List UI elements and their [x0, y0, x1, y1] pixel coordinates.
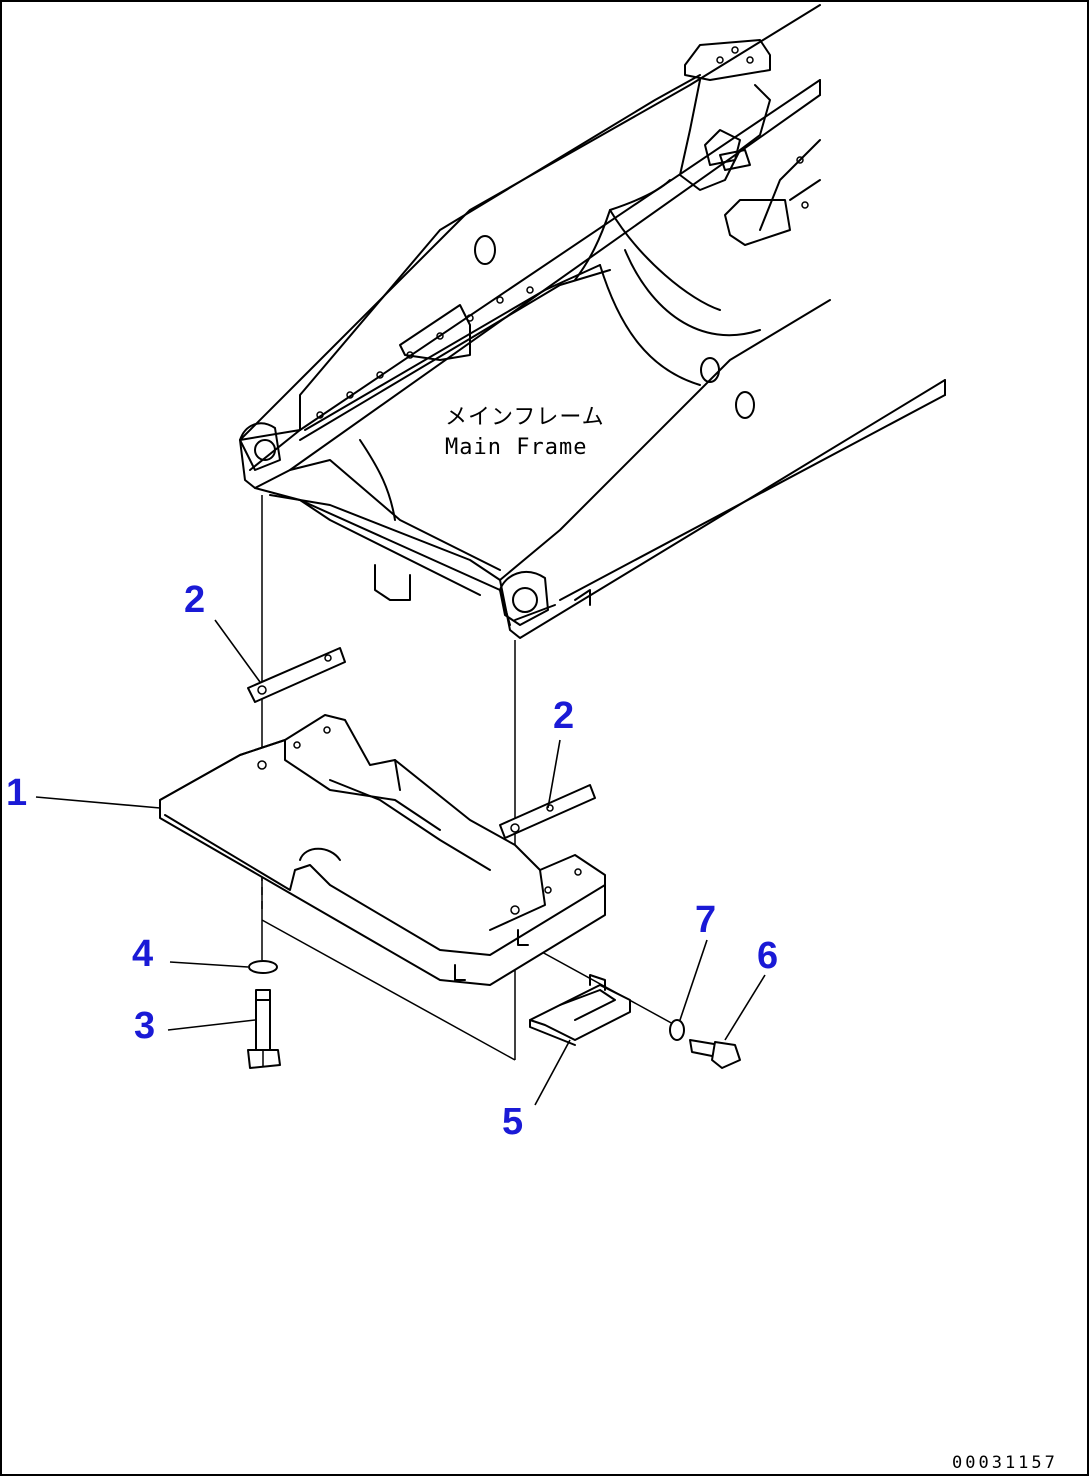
leader-5 — [534, 1039, 571, 1106]
shim-plate-left — [247, 647, 346, 703]
washer-part-7 — [669, 1019, 685, 1041]
main-frame-drawing — [239, 4, 946, 639]
callout-2-right: 2 — [553, 695, 574, 737]
leader-3 — [167, 1019, 256, 1031]
main-frame-label-en: Main Frame — [445, 435, 587, 460]
leader-2b — [547, 739, 561, 809]
callout-1: 1 — [6, 772, 27, 814]
bolt-part-3 — [247, 989, 281, 1069]
callout-4: 4 — [132, 933, 153, 975]
bolt-part-6 — [689, 1039, 741, 1069]
leader-7 — [679, 939, 708, 1021]
washer-part-4 — [248, 960, 278, 974]
mount-bracket — [159, 714, 606, 986]
leader-4 — [169, 961, 249, 968]
shim-plate-right — [499, 784, 596, 839]
callout-2-left: 2 — [184, 579, 205, 621]
callout-6: 6 — [757, 935, 778, 977]
leader-1 — [35, 796, 161, 809]
leader-6 — [724, 974, 766, 1041]
main-frame-label-jp: メインフレーム — [445, 405, 605, 430]
callout-5: 5 — [502, 1101, 523, 1143]
leader-2a — [214, 619, 261, 683]
callout-7: 7 — [695, 899, 716, 941]
drawing-code: 00031157 — [952, 1453, 1058, 1473]
guard-bracket-part-5 — [529, 974, 631, 1046]
callout-3: 3 — [134, 1005, 155, 1047]
